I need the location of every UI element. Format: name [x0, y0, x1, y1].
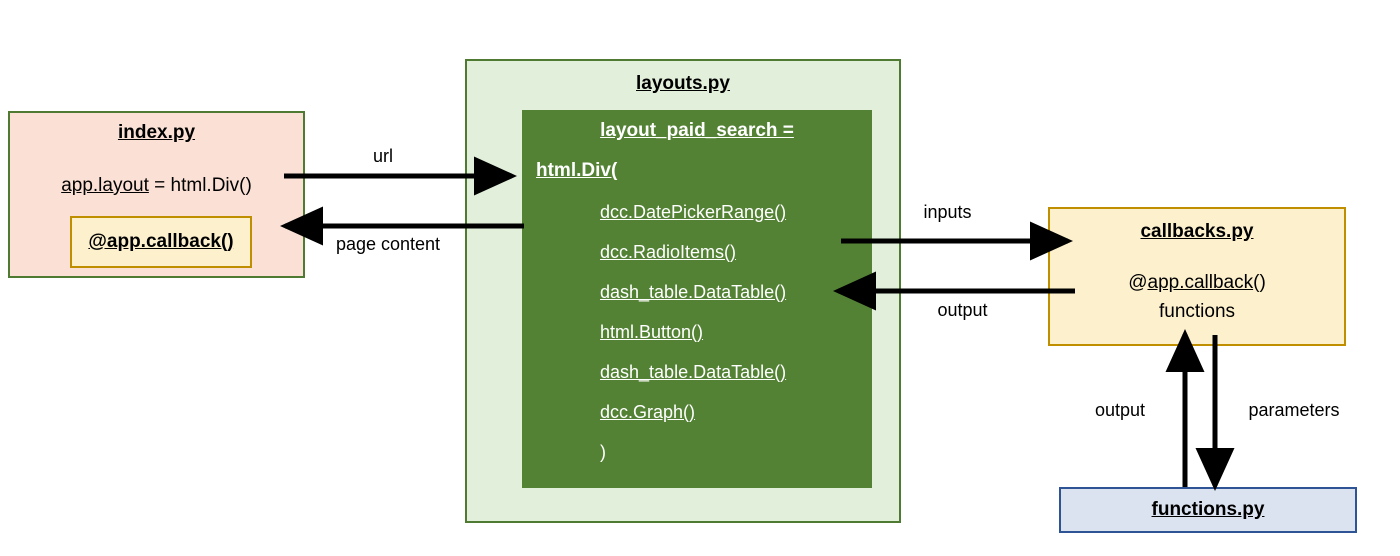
app-callback-label: @app.callback() — [88, 231, 234, 252]
app-layout-value: = html.Div() — [148, 175, 252, 196]
layout-child-radioitems: dcc.RadioItems() — [600, 242, 737, 262]
layouts-py-title: layouts.py — [636, 73, 730, 94]
arrow-label-url: url — [372, 146, 393, 166]
layout-child-datatable-2: dash_table.DataTable() — [600, 362, 787, 382]
functions-py-node[interactable]: functions.py — [1059, 487, 1357, 533]
layout-child-datatable-1: dash_table.DataTable() — [600, 282, 787, 302]
decorator-parens: () — [1253, 272, 1266, 293]
callbacks-decorator-line: @app.callback() — [1050, 272, 1344, 294]
decorator-at-symbol: @ — [1128, 272, 1148, 293]
arrow-label-output-up: output — [1094, 400, 1146, 420]
layout-code-block: layout_paid_search = html.Div( dcc.DateP… — [522, 110, 872, 488]
arrow-label-output-left: output — [937, 300, 988, 320]
arrow-label-page-content: page content — [335, 234, 441, 254]
callbacks-py-title: callbacks.py — [1140, 221, 1254, 242]
index-py-title: index.py — [117, 122, 196, 143]
callbacks-functions-label: functions — [1158, 301, 1236, 322]
arrow-label-inputs: inputs — [923, 202, 972, 222]
layout-child-graph: dcc.Graph() — [600, 402, 696, 422]
layout-child-button: html.Button() — [600, 322, 704, 342]
index-py-node[interactable]: index.py app.layout = html.Div() @app.ca… — [8, 111, 305, 278]
app-layout-statement: app.layout = html.Div() — [10, 175, 303, 197]
html-div-close: ) — [600, 442, 606, 462]
app-callback-chip[interactable]: @app.callback() — [70, 216, 252, 268]
app-layout-attribute: app.layout — [61, 175, 149, 196]
decorator-name: app.callback — [1147, 272, 1254, 293]
functions-py-title: functions.py — [1151, 499, 1265, 520]
arrow-label-parameters: parameters — [1248, 400, 1340, 420]
callbacks-py-node[interactable]: callbacks.py @app.callback() functions — [1048, 207, 1346, 346]
html-div-open: html.Div( — [536, 160, 618, 181]
layout-variable-heading: layout_paid_search = — [600, 120, 794, 141]
layout-child-datepickerrange: dcc.DatePickerRange() — [600, 202, 787, 222]
